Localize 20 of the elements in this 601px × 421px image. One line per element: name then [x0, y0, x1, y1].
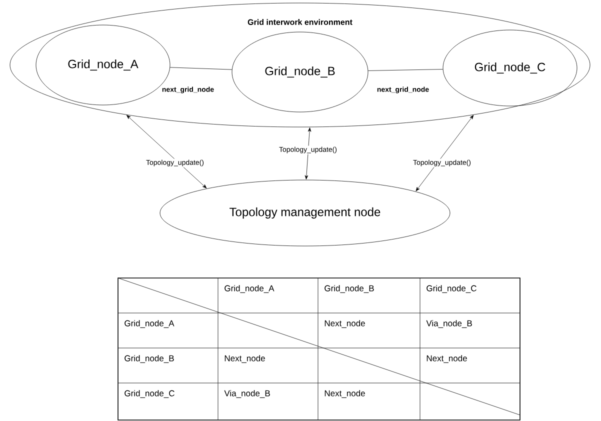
- ellipse-node: Topology management node: [160, 180, 450, 246]
- table-cell-text: Next_node: [324, 390, 365, 398]
- table-cell-text: Next_node: [324, 320, 365, 328]
- table-cell-text: Via_node_B: [224, 390, 270, 398]
- connector: [170, 67, 232, 70]
- connector: [416, 115, 474, 192]
- ellipse-node: Grid_node_B: [232, 32, 368, 112]
- table-cell-text: Grid_node_A: [124, 320, 174, 328]
- connector: [304, 128, 312, 180]
- connector: [368, 69, 444, 71]
- table-cell-text: Grid_node_A: [224, 285, 274, 293]
- ellipse-node: Grid_node_C: [442, 30, 578, 106]
- connector: [126, 115, 207, 188]
- table-cell-text: Grid_node_B: [324, 285, 374, 293]
- table-cell-text: Grid_node_C: [426, 285, 476, 293]
- table-cell-text: Next_node: [426, 355, 467, 363]
- table-cell-text: Grid_node_B: [124, 355, 174, 363]
- table-cell-text: Via_node_B: [426, 320, 472, 328]
- table-cell-text: Grid_node_C: [124, 390, 174, 398]
- table-cell-text: Next_node: [224, 355, 265, 363]
